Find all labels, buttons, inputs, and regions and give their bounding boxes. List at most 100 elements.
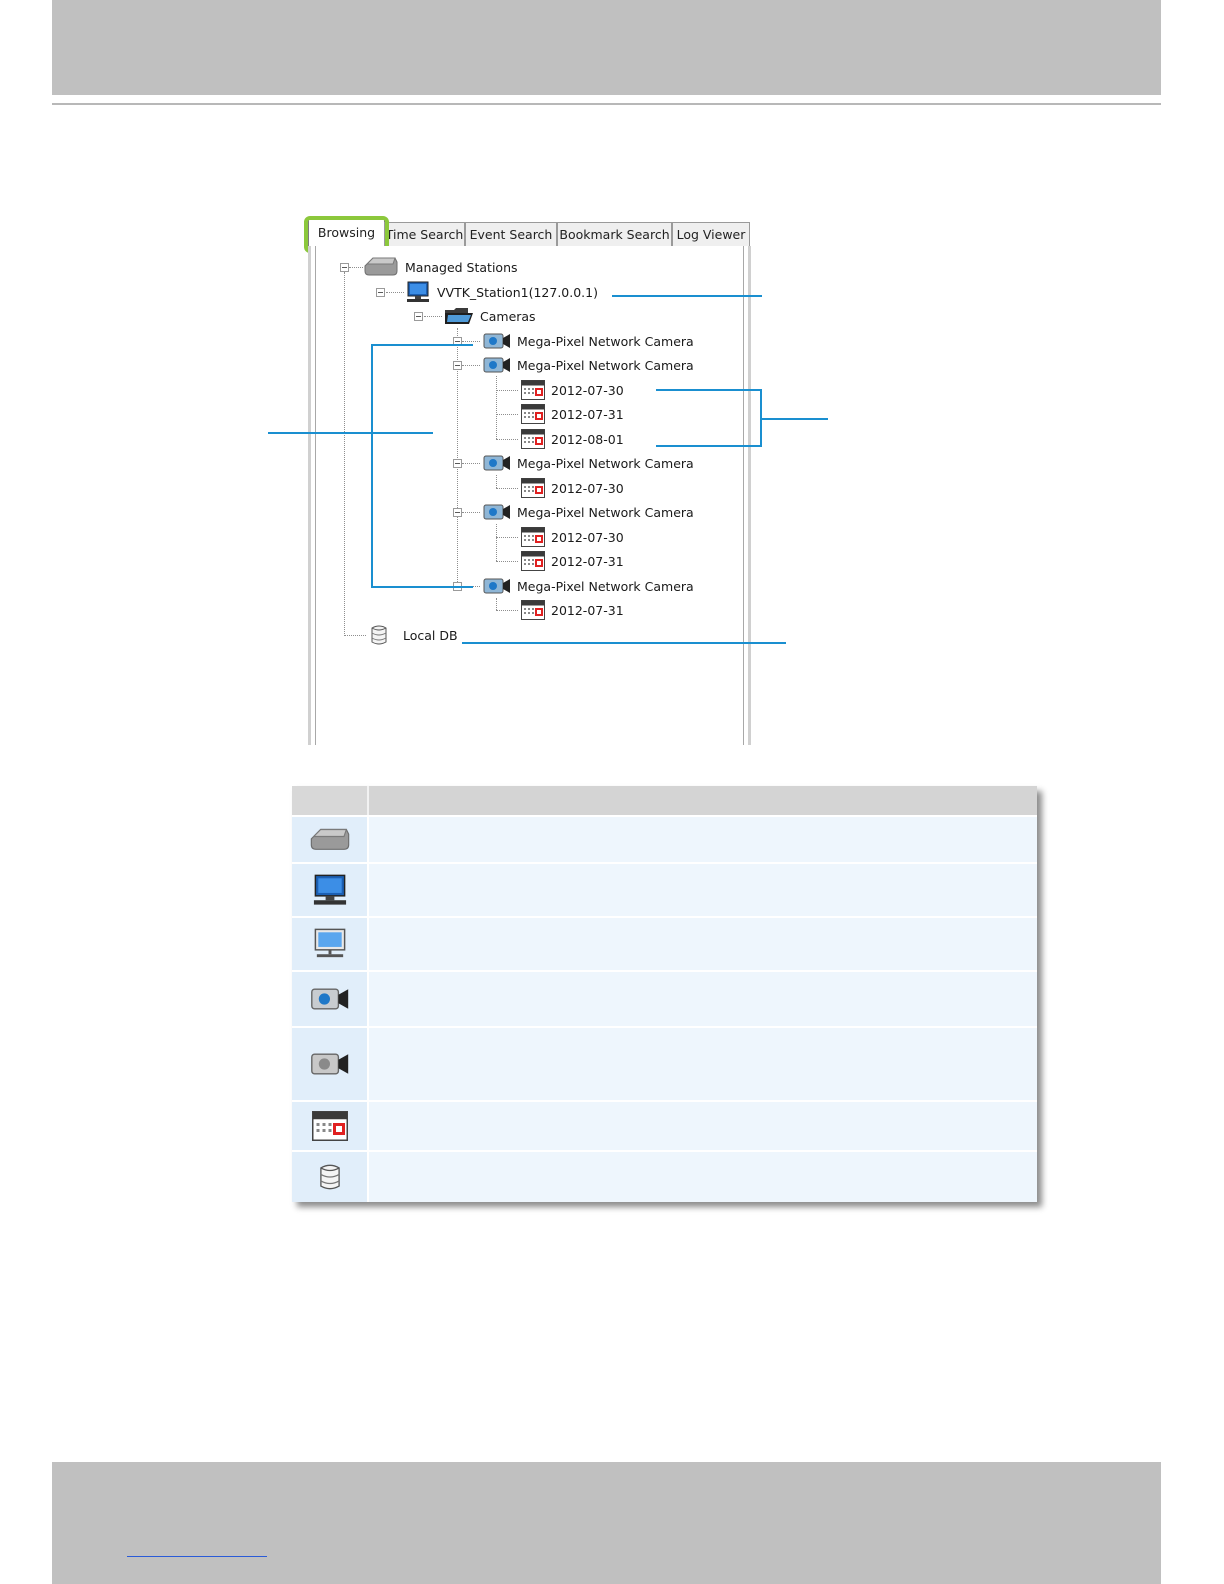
calendar-date-icon	[521, 527, 545, 547]
callout-line-station	[612, 295, 762, 297]
page-header-band	[52, 0, 1161, 95]
callout-bracket-dates	[656, 445, 762, 447]
tab-time-search[interactable]: Time Search	[384, 222, 465, 246]
managed-stations-icon	[364, 257, 398, 276]
tree-node-label: 2012-07-30	[551, 480, 624, 496]
tree-line	[349, 267, 363, 268]
tree-node-label: 2012-07-30	[551, 382, 624, 398]
collapse-toggle[interactable]	[376, 288, 385, 297]
callout-bracket-cameras	[371, 344, 373, 587]
tree-node-camera[interactable]: Mega-Pixel Network Camera	[483, 330, 694, 352]
tree-node-label: Mega-Pixel Network Camera	[517, 333, 694, 349]
tree-node-label: 2012-08-01	[551, 431, 624, 447]
tree-node-label: 2012-07-31	[551, 602, 624, 618]
legend-icon-cell	[292, 1028, 369, 1100]
legend-icon-cell	[292, 817, 369, 862]
tree-line	[496, 561, 518, 562]
callout-line-local-db	[462, 642, 786, 644]
collapse-toggle[interactable]	[453, 361, 462, 370]
collapse-toggle[interactable]	[453, 459, 462, 468]
tree-node-label: Mega-Pixel Network Camera	[517, 578, 694, 594]
callout-bracket-cameras	[371, 586, 473, 588]
tree-node-station[interactable]: VVTK_Station1(127.0.0.1)	[405, 281, 598, 303]
tree-line	[496, 439, 518, 440]
camera-online-icon	[483, 578, 510, 594]
tree-node-label: Managed Stations	[405, 259, 518, 275]
tree-node-label: Local DB	[403, 627, 458, 643]
tree-line	[496, 390, 518, 391]
calendar-date-icon	[521, 380, 545, 400]
tree-node-local-db[interactable]: Local DB	[369, 624, 458, 646]
tree-line	[386, 292, 404, 293]
tree-node-camera[interactable]: Mega-Pixel Network Camera	[483, 575, 694, 597]
local-db-icon	[319, 1164, 340, 1190]
tree-line	[496, 524, 497, 561]
calendar-date-icon	[521, 551, 545, 571]
tree-line	[496, 488, 518, 489]
tree-line	[424, 316, 442, 317]
camera-offline-icon	[310, 1053, 348, 1075]
tree-line	[496, 414, 518, 415]
tree-node-date[interactable]: 2012-07-30	[521, 477, 624, 499]
tree-node-label: Mega-Pixel Network Camera	[517, 357, 694, 373]
calendar-date-icon	[521, 478, 545, 498]
legend-row	[292, 1100, 1037, 1150]
legend-row	[292, 862, 1037, 916]
tree-node-date[interactable]: 2012-07-31	[521, 599, 624, 621]
tree-node-label: 2012-07-31	[551, 553, 624, 569]
callout-line-dates	[760, 418, 828, 420]
tab-log-viewer[interactable]: Log Viewer	[672, 222, 750, 246]
managed-stations-icon	[310, 828, 349, 850]
legend-icon-cell	[292, 864, 369, 916]
tree-node-managed-stations[interactable]: Managed Stations	[363, 256, 518, 278]
tree-view	[315, 246, 744, 745]
legend-row	[292, 916, 1037, 970]
callout-bracket-dates	[656, 389, 762, 391]
footer-link[interactable]	[127, 1556, 267, 1557]
calendar-date-icon	[311, 1111, 348, 1141]
tree-line	[462, 512, 480, 513]
tree-node-date[interactable]: 2012-07-30	[521, 526, 624, 548]
collapse-toggle[interactable]	[340, 263, 349, 272]
tree-node-label: Cameras	[480, 308, 536, 324]
tree-node-label: Mega-Pixel Network Camera	[517, 455, 694, 471]
camera-online-icon	[483, 333, 510, 349]
collapse-toggle[interactable]	[453, 508, 462, 517]
tree-node-label: Mega-Pixel Network Camera	[517, 504, 694, 520]
tab-event-search[interactable]: Event Search	[465, 222, 557, 246]
tree-node-camera[interactable]: Mega-Pixel Network Camera	[483, 501, 694, 523]
legend-icon-cell	[292, 918, 369, 970]
legend-row	[292, 970, 1037, 1026]
tree-line	[496, 376, 497, 439]
legend-header-row	[292, 786, 1037, 815]
tree-node-date[interactable]: 2012-07-30	[521, 379, 624, 401]
tab-browsing[interactable]: Browsing	[308, 218, 385, 248]
folder-open-icon	[445, 308, 473, 324]
tree-line	[496, 537, 518, 538]
icon-legend-table	[292, 786, 1037, 1202]
tree-node-date[interactable]: 2012-08-01	[521, 428, 624, 450]
header-divider	[52, 103, 1161, 105]
tree-node-date[interactable]: 2012-07-31	[521, 550, 624, 572]
tree-node-camera[interactable]: Mega-Pixel Network Camera	[483, 354, 694, 376]
station-online-icon	[407, 281, 429, 302]
tree-node-cameras-folder[interactable]: Cameras	[444, 305, 536, 327]
callout-line-cameras	[268, 432, 433, 434]
local-db-icon	[371, 625, 387, 645]
calendar-date-icon	[521, 600, 545, 620]
calendar-date-icon	[521, 404, 545, 424]
tree-node-date[interactable]: 2012-07-31	[521, 403, 624, 425]
calendar-date-icon	[521, 429, 545, 449]
tree-line	[344, 635, 366, 636]
callout-bracket-cameras	[371, 344, 473, 346]
collapse-toggle[interactable]	[414, 312, 423, 321]
tree-line	[496, 475, 497, 488]
tree-line	[496, 610, 518, 611]
tree-line	[344, 272, 345, 636]
station-icon	[314, 928, 345, 958]
tab-bookmark-search[interactable]: Bookmark Search	[557, 222, 672, 246]
station-online-icon	[313, 874, 346, 905]
page-footer-band	[52, 1462, 1161, 1584]
tree-node-camera[interactable]: Mega-Pixel Network Camera	[483, 452, 694, 474]
tree-node-label: 2012-07-31	[551, 406, 624, 422]
